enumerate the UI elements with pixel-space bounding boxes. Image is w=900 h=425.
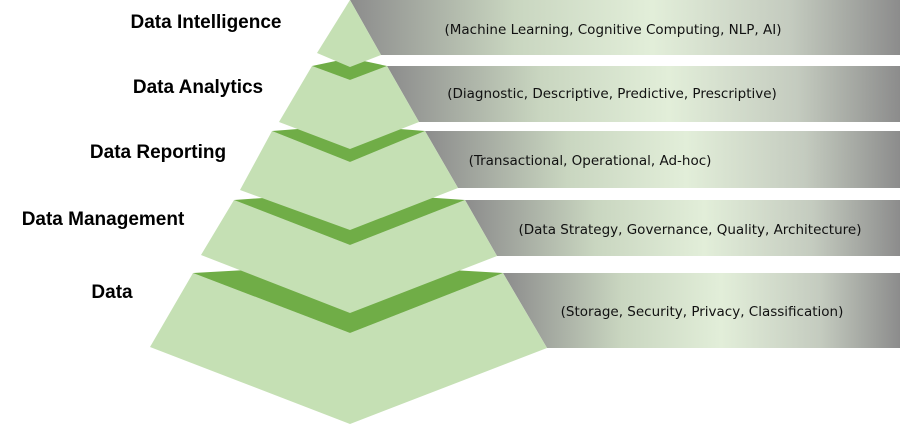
level-label: Data Management (22, 209, 185, 230)
level-description: (Storage, Security, Privacy, Classificat… (561, 304, 844, 320)
pyramid-layer-analytics (279, 58, 419, 149)
level-label: Data Intelligence (131, 12, 282, 33)
level-description: (Diagnostic, Descriptive, Predictive, Pr… (447, 86, 777, 102)
level-description: (Machine Learning, Cognitive Computing, … (445, 22, 782, 38)
band-reporting (425, 131, 900, 188)
band-analytics (387, 66, 900, 122)
level-description: (Transactional, Operational, Ad-hoc) (469, 153, 712, 169)
band-intelligence (350, 0, 900, 55)
band-data (503, 273, 900, 348)
level-label: Data Analytics (133, 77, 263, 98)
level-description: (Data Strategy, Governance, Quality, Arc… (519, 222, 862, 238)
level-label: Data Reporting (90, 142, 226, 163)
level-label: Data (91, 282, 133, 303)
band-management (465, 200, 900, 256)
pyramid-layer-intelligence (317, 0, 381, 67)
